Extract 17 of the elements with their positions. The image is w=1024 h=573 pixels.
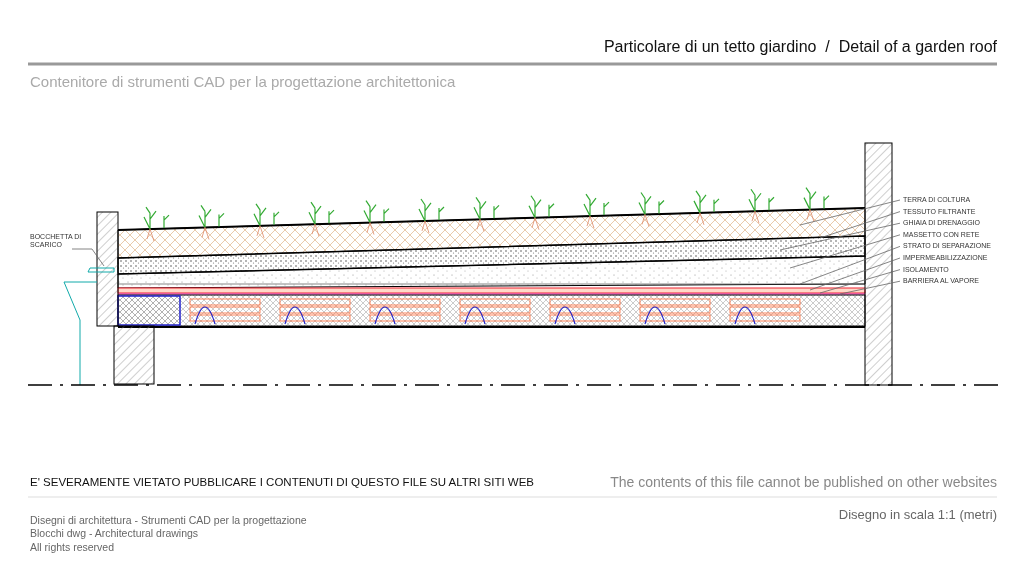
- leader-line: [71, 248, 105, 267]
- drawing-title: Particolare di un tetto giardino / Detail of a garden roof: [603, 38, 997, 56]
- footer-note: All rights reserved: [30, 542, 115, 554]
- scale-note: Disegno in scala 1:1 (metri): [838, 508, 997, 523]
- footer-note: Disegni di architettura - Strumenti CAD per la progettazione: [30, 515, 307, 527]
- tagline: Contenitore di strumenti CAD per la progettazione architettonica: [30, 74, 456, 91]
- copyright-notice: The contents of this file cannot be published on other websites: [610, 475, 997, 491]
- footer-note: Blocchi dwg - Architectural drawings: [30, 528, 199, 540]
- leader-line: [789, 234, 901, 269]
- leader-line: [799, 199, 901, 226]
- leader-line: [779, 222, 901, 251]
- leader-line: [839, 280, 901, 295]
- leader-line: [819, 269, 901, 294]
- leader-line: [809, 257, 901, 291]
- leader-line: [819, 211, 901, 239]
- leader-line: [799, 246, 901, 285]
- copyright-notice: E' SEVERAMENTE VIETATO PUBBLICARE I CONTENUTI DI QUESTO FILE SU ALTRI SITI WEB: [30, 476, 535, 489]
